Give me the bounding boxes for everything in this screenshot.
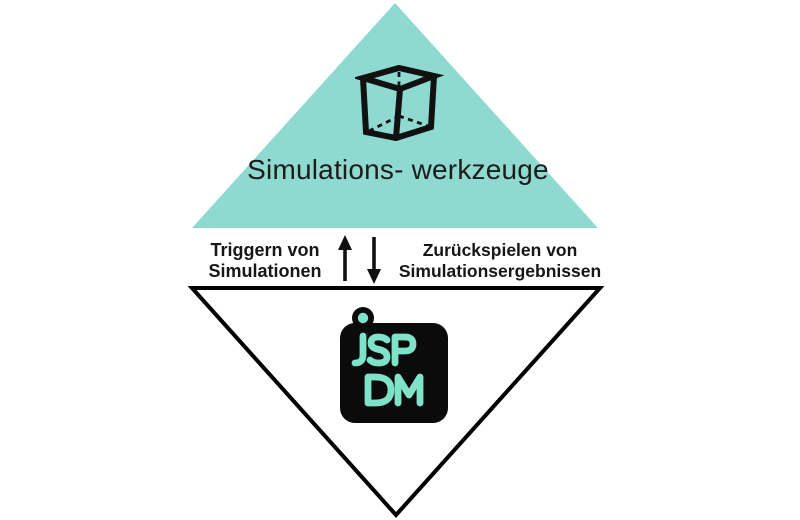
playback-label-line-2: Simulationsergebnissen [398, 261, 602, 281]
cube-3d-icon [355, 64, 445, 142]
exchange-arrows [338, 235, 381, 284]
trigger-label-line-1: Triggern von [210, 240, 320, 260]
logo-letter-d [364, 373, 395, 407]
logo-letter-i [351, 332, 367, 367]
ispdm-logo-dot-inner [357, 312, 369, 324]
playback-label: Zurückspielen von Simulationsergebnissen [384, 240, 616, 282]
logo-letter-p [391, 333, 417, 367]
top-triangle-title: Simulations- werkzeuge [245, 152, 551, 187]
logo-letter-m [394, 373, 424, 407]
title-line-1: Simulations- [247, 154, 404, 185]
title-line-2: werkzeuge [411, 154, 549, 185]
arrow-up-icon [338, 235, 352, 281]
ispdm-logo-letters [351, 332, 424, 407]
trigger-label-line-2: Simulationen [208, 261, 322, 281]
ispdm-logo [340, 307, 448, 423]
playback-label-line-1: Zurückspielen von [422, 240, 578, 260]
arrow-down-icon [367, 237, 381, 284]
trigger-label: Triggern von Simulationen [190, 240, 340, 282]
logo-letter-s [366, 333, 391, 367]
